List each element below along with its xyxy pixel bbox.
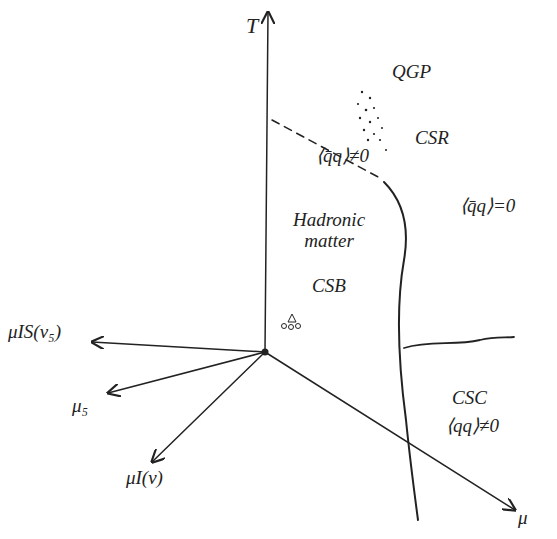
phase-label: CSC	[452, 388, 487, 409]
condensate-label: ⟨q̄q⟩=0	[460, 196, 515, 217]
mui-axis	[152, 352, 265, 462]
phase-label: CSB	[312, 276, 346, 297]
phase-label: QGP	[392, 62, 431, 83]
csc-boundary	[404, 337, 514, 348]
condensate-label: ⟨q̄q⟩≠0	[316, 146, 369, 167]
qgp-dots	[357, 91, 387, 151]
transition-curve	[384, 182, 418, 520]
phase-label: CSR	[415, 128, 449, 149]
axis-label: μIS(ν₅)	[8, 322, 61, 343]
phase-label: Hadronic matter	[290, 210, 368, 252]
mu5-axis	[108, 352, 265, 393]
t-axis	[265, 12, 268, 352]
muis-axis	[92, 342, 265, 352]
origin-dot	[262, 349, 269, 356]
axis-label: μ₅	[72, 396, 88, 417]
condensate-label: ⟨qq⟩≠0	[446, 416, 499, 437]
axis-label: μI(ν)	[126, 468, 163, 489]
axis-label: T	[246, 14, 258, 38]
axis-label: μ	[518, 508, 528, 529]
hadron-sketch	[282, 314, 301, 330]
crossover-line	[272, 120, 380, 178]
mu-axis	[265, 352, 515, 510]
